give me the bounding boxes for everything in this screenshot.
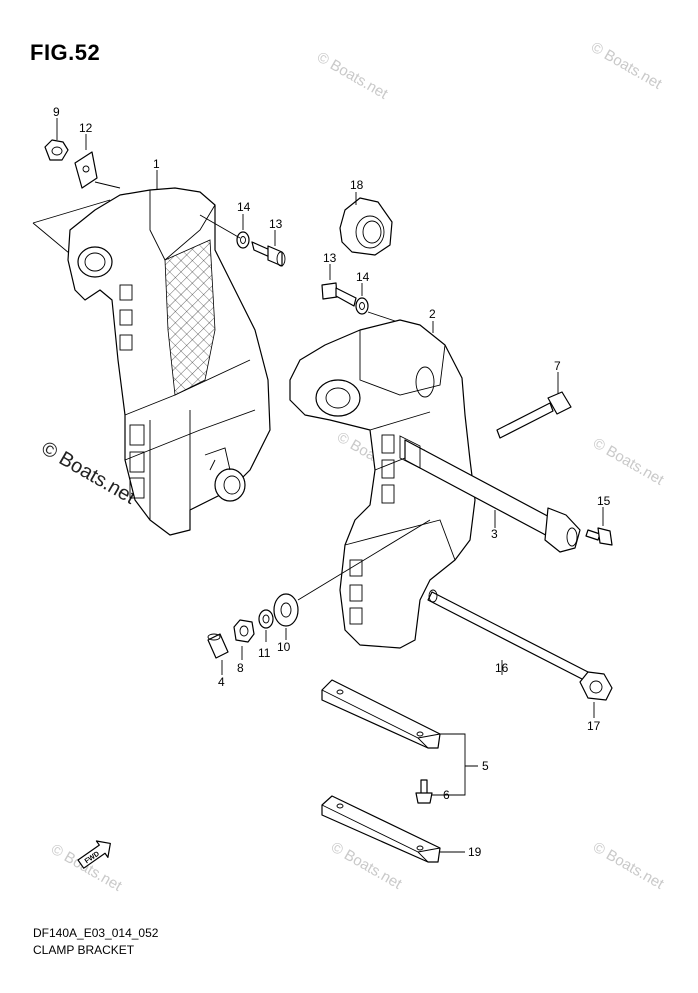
part-6-bolt <box>415 779 433 804</box>
part-19-plate <box>321 795 441 863</box>
part-1-clamp-bracket <box>67 187 271 536</box>
drawing-name: CLAMP BRACKET <box>33 943 135 957</box>
part-14-washer <box>355 297 369 315</box>
leader-line <box>199 214 276 246</box>
callout-6: 6 <box>443 788 450 802</box>
callout-7: 7 <box>554 359 561 373</box>
part-17-nut <box>579 671 613 701</box>
callout-14: 14 <box>237 200 251 214</box>
callout-5: 5 <box>482 759 489 773</box>
part-15-bolt <box>585 527 613 546</box>
callout-19: 19 <box>468 845 482 859</box>
callout-15: 15 <box>597 494 611 508</box>
part-3-tilt-tube <box>399 435 581 553</box>
callout-14: 14 <box>356 270 370 284</box>
part-9-nut <box>44 139 69 161</box>
callout-9: 9 <box>53 105 60 119</box>
callout-1: 1 <box>153 157 160 171</box>
part-14-washer <box>236 231 250 249</box>
part-11-washer <box>258 609 274 629</box>
leader-line <box>56 118 87 150</box>
part-10-washer <box>273 593 299 627</box>
drawing-code: DF140A_E03_014_052 <box>33 926 159 940</box>
watermark: © Boats.net <box>590 839 667 893</box>
part-4-sleeve <box>207 633 229 659</box>
callout-10: 10 <box>277 640 291 654</box>
figure-title: FIG.52 <box>30 40 101 65</box>
watermark: © Boats.net <box>48 841 125 895</box>
watermark: © Boats.net <box>590 435 667 489</box>
part-5-plate <box>321 679 441 749</box>
callout-13: 13 <box>323 251 337 265</box>
callout-8: 8 <box>237 661 244 675</box>
part-18-cap <box>339 197 393 256</box>
callout-18: 18 <box>350 178 364 192</box>
part-8-nut <box>233 619 255 643</box>
callout-16: 16 <box>495 661 509 675</box>
callout-12: 12 <box>79 121 93 135</box>
leader-line <box>329 264 399 323</box>
callout-11: 11 <box>258 646 271 660</box>
watermark: © Boats.net <box>588 39 665 93</box>
leader-line <box>432 733 478 796</box>
callout-3: 3 <box>491 527 498 541</box>
part-12-plate <box>74 151 98 189</box>
part-7-bolt <box>496 391 572 439</box>
leader-line <box>285 519 431 640</box>
callout-2: 2 <box>429 307 436 321</box>
callout-13: 13 <box>269 217 283 231</box>
watermark-dark: © Boats.net <box>38 437 140 509</box>
callout-17: 17 <box>587 719 601 733</box>
part-13-bolt <box>251 241 286 267</box>
watermark: © Boats.net <box>314 49 391 103</box>
part-2-clamp-bracket <box>289 319 476 649</box>
part-13-bolt <box>321 282 357 307</box>
callout-4: 4 <box>218 675 225 689</box>
